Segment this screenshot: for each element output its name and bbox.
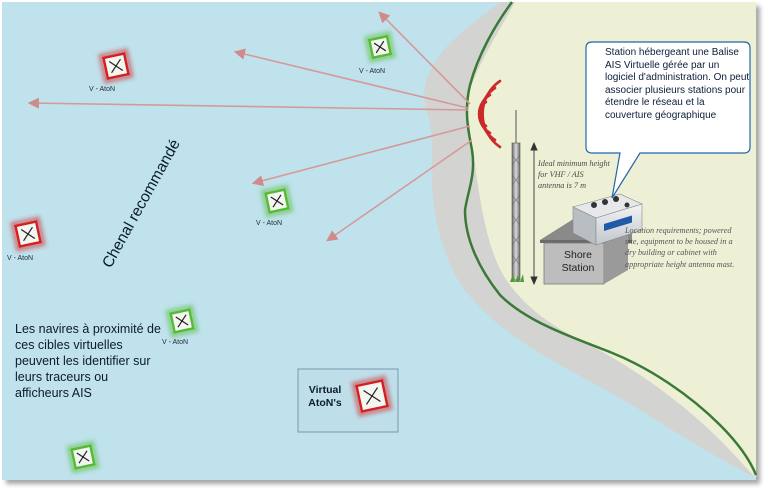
aton-label-3: V - AtoN [256, 220, 283, 227]
legend-label: Virtual AtoN's [308, 384, 342, 409]
aton-label-1: V - AtoN [359, 68, 386, 75]
sea-note-text: Les navires à proximité de ces cibles vi… [15, 322, 161, 400]
location-requirements-note: Location requirements; powered site, equ… [625, 226, 735, 269]
shore-station-label: Shore Station [561, 249, 595, 274]
aton-marker-legend [351, 375, 393, 417]
radio-waves-icon [477, 79, 502, 149]
aton-marker-1 [363, 30, 397, 64]
shoreline [463, 1, 758, 476]
antenna-height-indicator [530, 141, 538, 286]
signal-arrow-1 [378, 11, 471, 105]
signal-arrow-3 [27, 97, 469, 111]
signal-arrow-4 [251, 125, 471, 187]
aton-marker-4 [10, 216, 46, 252]
aton-marker-6 [66, 440, 100, 474]
station-callout-text: Station hébergeant une Balise AIS Virtue… [605, 47, 750, 121]
aton-label-5: V - AtoN [162, 339, 189, 346]
antenna-height-note: Ideal minimum height for VHF / AIS anten… [538, 159, 610, 190]
antenna-mast-icon [510, 110, 524, 282]
signal-arrow-5 [326, 139, 473, 242]
station-callout-bubble [585, 41, 751, 199]
aton-marker-3 [260, 184, 294, 218]
aton-marker-5 [165, 304, 199, 338]
signal-arrow-2 [233, 48, 469, 109]
aton-label-4: V - AtoN [7, 255, 34, 262]
signal-arrows [27, 11, 473, 242]
aton-label-2: V - AtoN [89, 86, 116, 93]
ais-transponder-icon [572, 193, 643, 246]
aton-marker-2 [98, 48, 134, 84]
